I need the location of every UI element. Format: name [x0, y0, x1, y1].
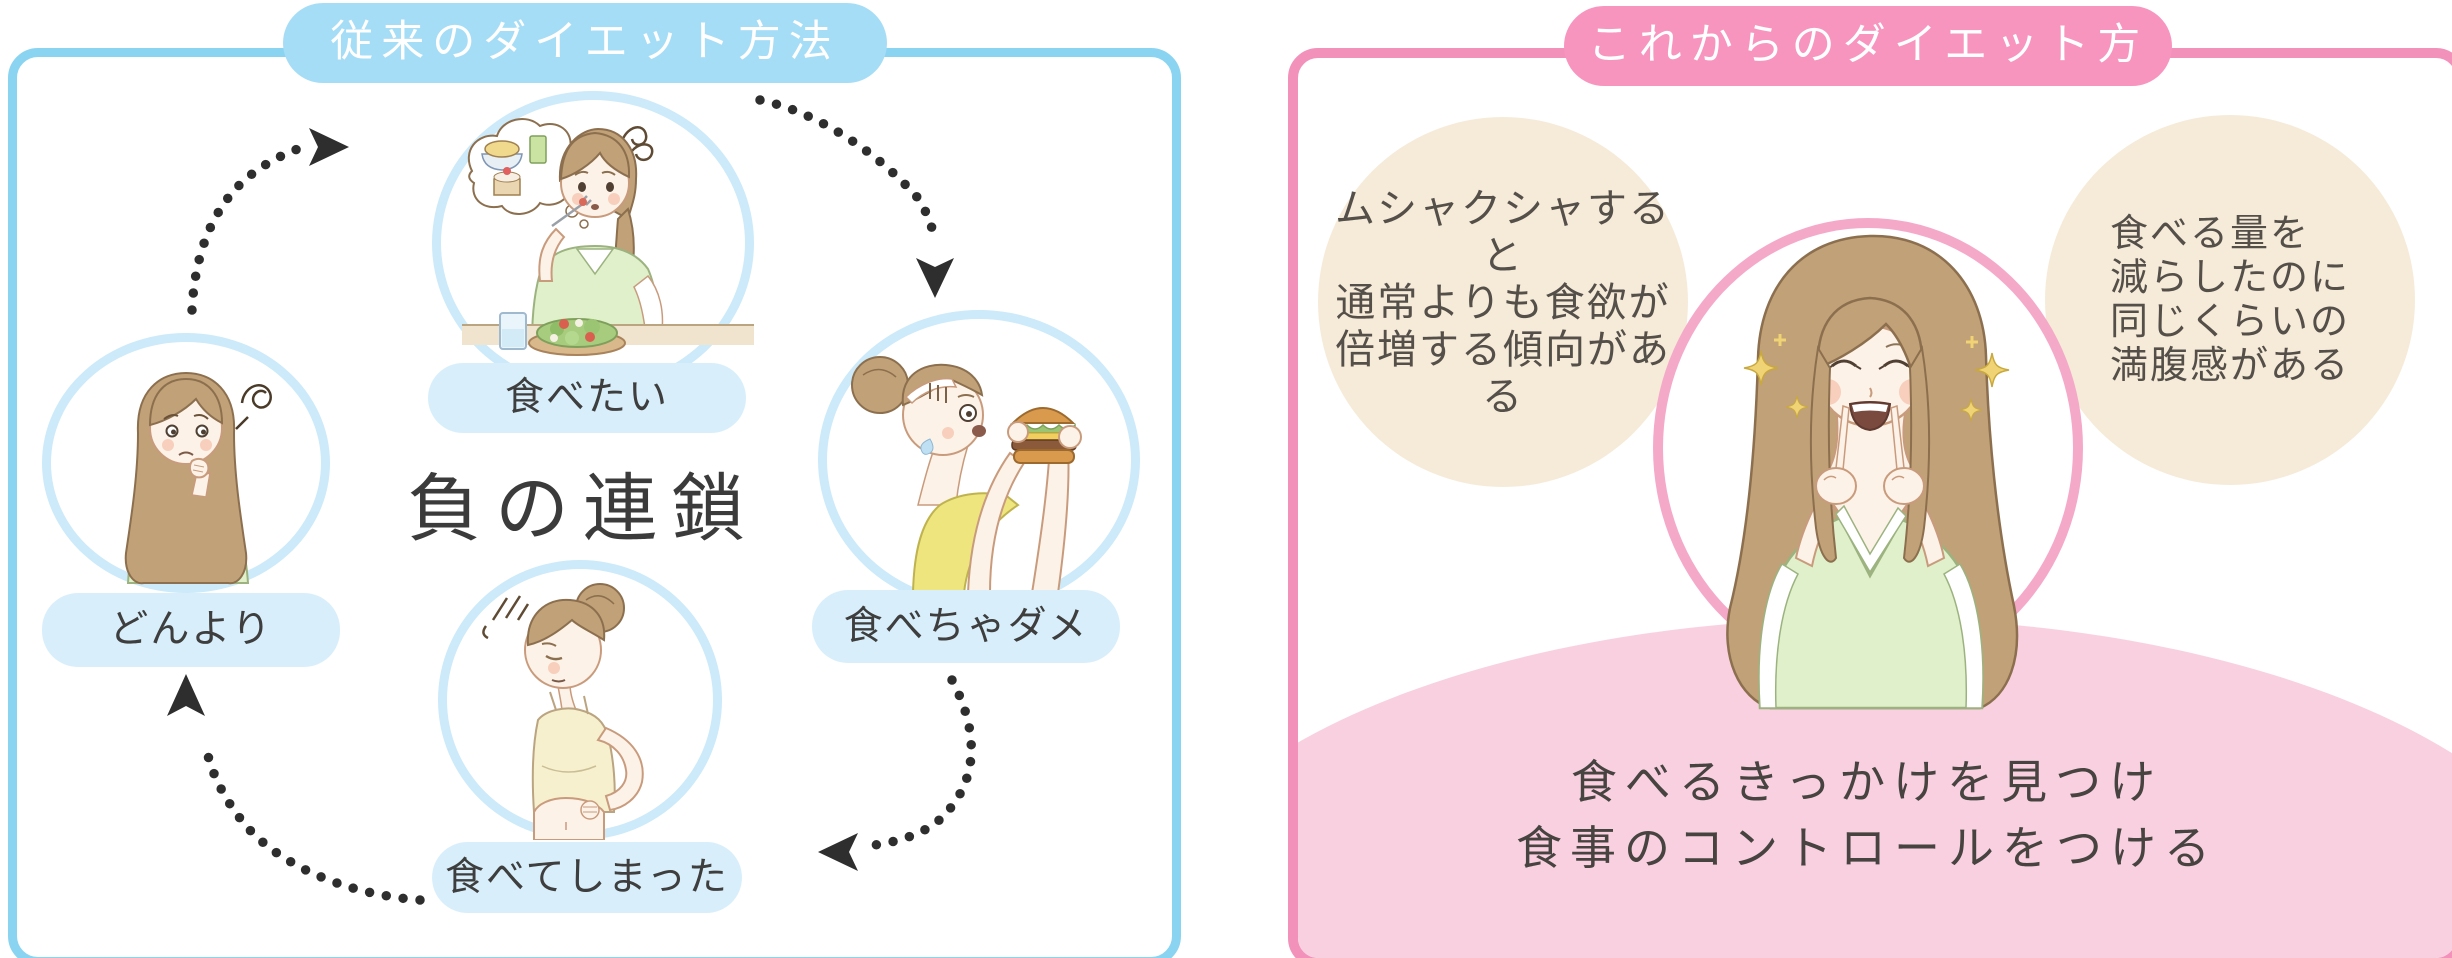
illustration-happy-woman: [1726, 234, 2019, 710]
badge-new: これからのダイエット方法: [1564, 6, 2172, 149]
cycle-arrow-top-left: [187, 141, 313, 315]
sparkle-icon: [1743, 350, 2010, 422]
cycle-arrows: [167, 95, 976, 905]
illustration-must-not-eat: [851, 356, 1082, 593]
arrowhead-up-icon: [167, 674, 205, 716]
cycle-label-gloom: どんより: [42, 593, 340, 667]
cycle-arrow-bottom-left: [201, 742, 425, 905]
conclusion-banner: 食べるきっかけを見つけ 食事のコントロールをつける: [1298, 750, 2436, 882]
sparkle-plus-icon: [1774, 334, 1978, 348]
panel-traditional: 食べたい 食べちゃダメ 食べてしまった どんより 負の連鎖: [8, 48, 1181, 958]
sweat-drop: [920, 438, 934, 455]
conclusion-line-2: 食事のコントロールをつける: [1516, 823, 2218, 874]
arrowhead-right-icon: [309, 128, 349, 166]
bubble-left-line: 倍増する傾向がある: [1335, 326, 1671, 419]
speech-bubble-right: 食べる量を 減らしたのに 同じくらいの 満腹感がある: [2045, 115, 2415, 485]
gloom-scribble: [235, 384, 272, 430]
panel-new: ムシャクシャすると 通常よりも食欲が 倍増する傾向がある 食べる量を 減らしたの…: [1288, 48, 2452, 958]
illustration-ate-it: [482, 583, 644, 840]
bubble-right-line: 食べる量を: [2109, 213, 2310, 255]
annoyed-marks: [482, 595, 530, 640]
illustration-want-to-eat: [462, 117, 754, 356]
bubble-left-line: ムシャクシャすると: [1335, 185, 1671, 278]
bubble-right-line: 減らしたのに: [2109, 257, 2350, 299]
cycle-label-forbid: 食べちゃダメ: [812, 590, 1120, 663]
bubble-right-line: 満腹感がある: [2109, 345, 2350, 387]
bubble-right-line: 同じくらいの: [2109, 301, 2350, 343]
negative-chain-label: 負の連鎖: [407, 469, 759, 551]
cycle-arrow-top-right: [755, 95, 939, 245]
conclusion-line-1: 食べるきっかけを見つけ: [1570, 757, 2164, 808]
illustration-gloomy: [124, 371, 272, 585]
arrowhead-down-icon: [916, 258, 954, 298]
cycle-label-ate: 食べてしまった: [432, 842, 742, 913]
arrowhead-left-icon: [818, 833, 858, 871]
speech-bubble-left: ムシャクシャすると 通常よりも食欲が 倍増する傾向がある: [1318, 117, 1688, 487]
badge-traditional: 従来のダイエット方法: [283, 3, 887, 83]
cycle-arrow-bottom-right: [870, 675, 976, 850]
bubble-left-line: 通常よりも食欲が: [1335, 279, 1671, 325]
cycle-label-want: 食べたい: [428, 363, 746, 433]
